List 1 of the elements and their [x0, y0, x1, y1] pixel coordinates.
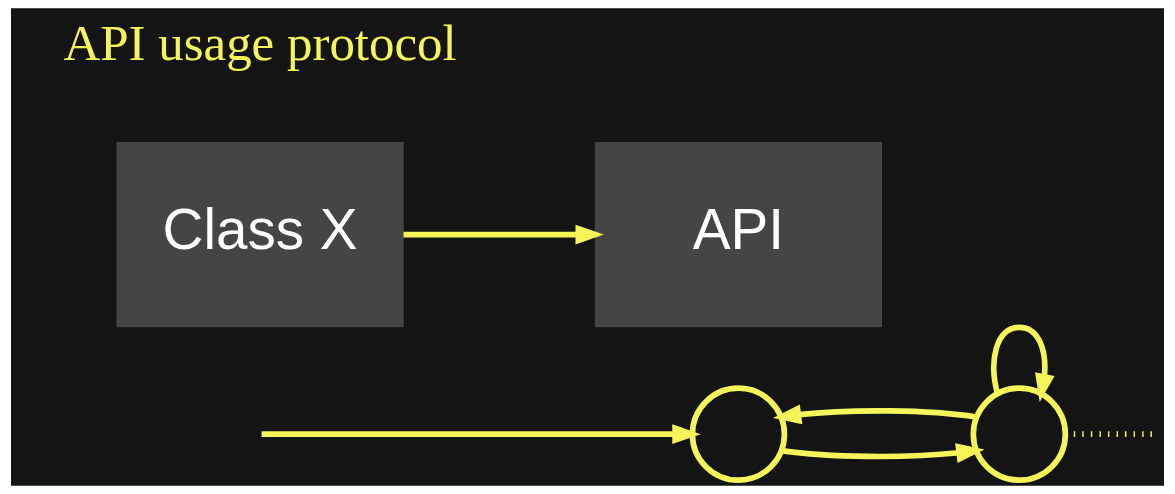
label: API usage protocol	[63, 15, 457, 72]
